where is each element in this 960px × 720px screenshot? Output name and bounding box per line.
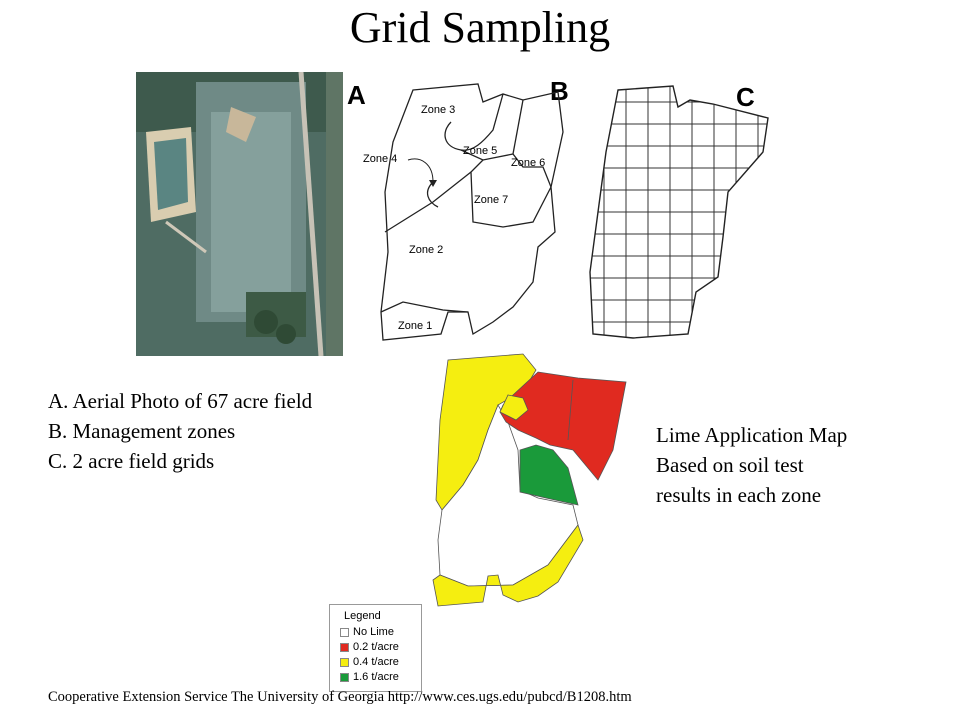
legend-swatch [340,657,349,667]
lime-caption-line-3: results in each zone [656,483,822,507]
caption-b: B. Management zones [48,419,236,443]
panel-letter-b: B [550,76,569,106]
legend-swatch [340,672,349,682]
field-grid-map: C [589,82,769,339]
panel-letter-a: A [347,80,366,110]
legend-item-1-6: 1.6 t/acre [340,670,399,684]
legend-swatch [340,627,349,637]
zone-2-label: Zone 2 [409,244,443,256]
legend-item-0-2: 0.2 t/acre [340,640,399,654]
zone-3-label: Zone 3 [421,104,455,116]
legend-title: Legend [344,610,381,622]
panel-letter-c: C [736,82,755,112]
zone-5-label: Zone 5 [463,145,497,157]
lime-caption-line-2: Based on soil test [656,453,804,477]
source-footer: Cooperative Extension Service The Univer… [48,689,632,705]
legend-item-0-4: 0.4 t/acre [340,655,399,669]
page-title: Grid Sampling [349,3,611,52]
caption-c: C. 2 acre field grids [48,449,215,473]
legend-swatch [340,642,349,652]
management-zones-map: A B Zone 3 Zone 4 Zone 5 Zone 6 Zone 7 Z… [347,76,569,341]
aerial-photo [136,72,343,356]
lime-legend: Legend No Lime 0.2 t/acre 0.4 t/acre 1.6… [329,604,422,692]
legend-label: 0.2 t/acre [353,641,399,653]
caption-a: A. Aerial Photo of 67 acre field [48,389,313,413]
zone-4-label: Zone 4 [363,153,397,165]
legend-label: No Lime [353,626,394,638]
zone-7-label: Zone 7 [474,194,508,206]
panel-caption-list: A. Aerial Photo of 67 acre field B. Mana… [48,386,312,476]
lime-map-caption: Lime Application Map Based on soil test … [656,420,847,510]
legend-label: 1.6 t/acre [353,671,399,683]
lime-caption-line-1: Lime Application Map [656,423,848,447]
zone-1-label: Zone 1 [398,320,432,332]
zone-6-label: Zone 6 [511,157,545,169]
lime-application-map [432,353,627,607]
legend-item-no-lime: No Lime [340,625,394,639]
legend-label: 0.4 t/acre [353,656,399,668]
